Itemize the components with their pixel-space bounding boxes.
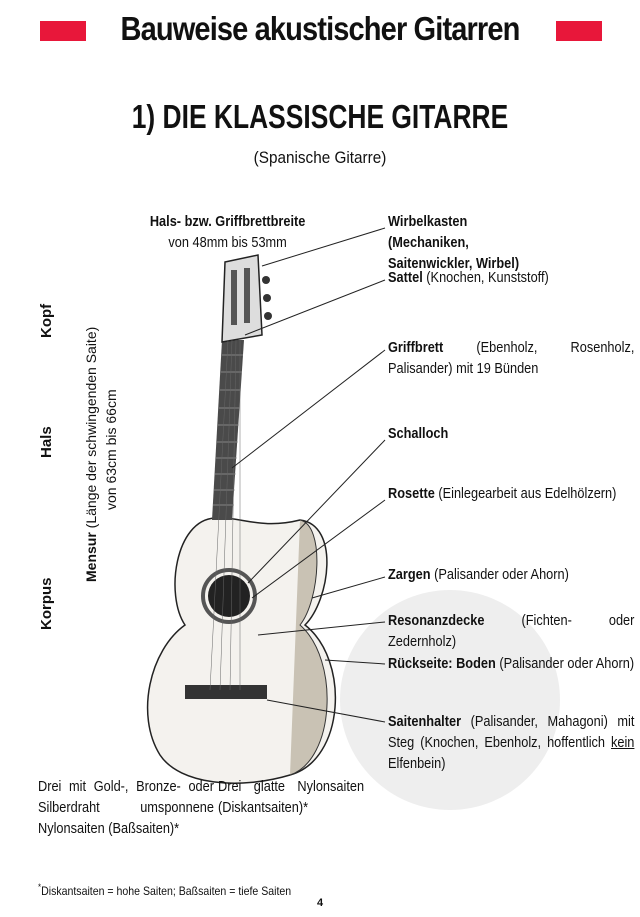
neck-width-value: von 48mm bis 53mm bbox=[168, 235, 287, 251]
section-heading: 1) DIE KLASSISCHE GITARRE bbox=[131, 98, 509, 135]
mensur-note: (Länge der schwingenden Saite) bbox=[83, 326, 99, 529]
guitar-body bbox=[146, 517, 337, 784]
label-kopf: Kopf bbox=[38, 303, 55, 338]
bass-strings-label: Drei mit Gold-, Bronze- oder Silberdraht… bbox=[38, 779, 214, 837]
label-hals: Hals bbox=[38, 426, 55, 458]
part-rueckseite: Rückseite: Boden (Palisander oder Ahorn) bbox=[388, 656, 635, 672]
part-saitenhalter: Saitenhalter (Palisander, Mahagoni) mit … bbox=[388, 714, 635, 772]
part-sattel: Sattel (Knochen, Kunststoff) bbox=[388, 270, 549, 286]
neck-width-label: Hals- bzw. Griffbrettbreite von 48mm bis… bbox=[144, 212, 311, 254]
part-griffbrett: Griffbrett (Ebenholz, Rosenholz, Palisan… bbox=[388, 340, 635, 377]
footnote: *Diskantsaiten = hohe Saiten; Baßsaiten … bbox=[38, 882, 292, 898]
leader-lines bbox=[231, 227, 386, 723]
label-mensur: Mensur (Länge der schwingenden Saite) bbox=[83, 327, 99, 582]
neck-width-title: Hals- bzw. Griffbrettbreite bbox=[149, 214, 306, 230]
guitar-neck bbox=[212, 340, 244, 520]
bridge bbox=[185, 685, 267, 699]
page-title: Bauweise akustischer Gitarren bbox=[120, 10, 521, 47]
treble-strings-label: Drei glatte Nylonsaiten (Diskantsaiten)* bbox=[218, 779, 365, 816]
part-wirbelkasten: Wirbelkasten (Mechaniken, Saitenwickler,… bbox=[388, 214, 520, 272]
section-subheading: (Spanische Gitarre) bbox=[253, 148, 387, 167]
part-resonanzdecke: Resonanzdecke (Fichten- oder Zedernholz) bbox=[388, 613, 635, 650]
soundhole bbox=[208, 575, 250, 617]
mensur-title: Mensur bbox=[83, 532, 99, 582]
part-rosette: Rosette (Einlegearbeit aus Edelhölzern) bbox=[388, 486, 617, 502]
label-korpus: Korpus bbox=[38, 577, 55, 631]
watermark-logo bbox=[340, 590, 560, 810]
header-accent-bar-left bbox=[40, 21, 86, 41]
header-accent-bar-right bbox=[556, 21, 602, 41]
guitar-head bbox=[221, 254, 272, 343]
mensur-range: von 63cm bis 66cm bbox=[103, 389, 119, 510]
part-schalloch: Schalloch bbox=[388, 426, 449, 442]
page-number: 4 bbox=[316, 897, 324, 909]
guitar-strings bbox=[209, 339, 241, 691]
part-zargen: Zargen (Palisander oder Ahorn) bbox=[388, 567, 569, 583]
